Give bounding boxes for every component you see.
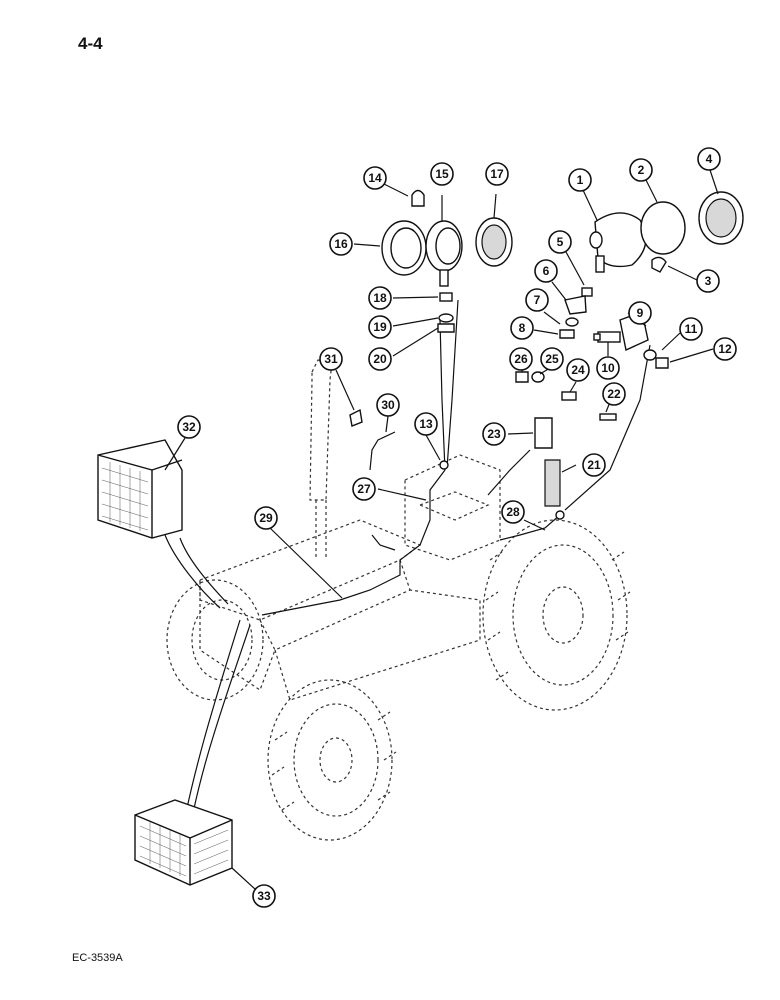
- svg-text:11: 11: [685, 322, 698, 336]
- callout-18: 18: [368, 286, 392, 310]
- svg-text:31: 31: [324, 352, 338, 366]
- svg-text:6: 6: [543, 264, 550, 278]
- tractor-outline: [166, 359, 631, 841]
- svg-text:15: 15: [435, 167, 449, 181]
- svg-text:3: 3: [705, 274, 712, 288]
- callout-9: 9: [628, 301, 652, 325]
- svg-text:13: 13: [419, 417, 433, 431]
- callout-32: 32: [177, 415, 201, 439]
- callout-5: 5: [548, 230, 572, 254]
- svg-text:20: 20: [373, 352, 387, 366]
- svg-text:10: 10: [601, 361, 615, 375]
- svg-text:28: 28: [506, 505, 520, 519]
- svg-text:8: 8: [519, 321, 526, 335]
- callout-25: 25: [540, 347, 564, 371]
- callout-6: 6: [534, 259, 558, 283]
- svg-text:9: 9: [637, 306, 644, 320]
- svg-text:33: 33: [257, 889, 271, 903]
- front-work-lamp: [134, 799, 233, 886]
- svg-text:22: 22: [607, 387, 621, 401]
- callout-20: 20: [368, 347, 392, 371]
- callout-4: 4: [697, 147, 721, 171]
- svg-text:32: 32: [182, 420, 196, 434]
- callout-27: 27: [352, 477, 376, 501]
- svg-text:17: 17: [490, 167, 504, 181]
- callout-8: 8: [510, 316, 534, 340]
- callout-21: 21: [582, 453, 606, 477]
- callout-31: 31: [319, 347, 343, 371]
- right-lamp-parts: [349, 191, 744, 520]
- callout-22: 22: [602, 382, 626, 406]
- callout-19: 19: [368, 315, 392, 339]
- svg-text:29: 29: [259, 511, 273, 525]
- svg-text:19: 19: [373, 320, 387, 334]
- callout-29: 29: [254, 506, 278, 530]
- svg-text:2: 2: [638, 163, 645, 177]
- callout-2: 2: [629, 158, 653, 182]
- callout-1: 1: [568, 168, 592, 192]
- callout-28: 28: [501, 500, 525, 524]
- svg-text:26: 26: [514, 352, 528, 366]
- svg-text:1: 1: [577, 173, 584, 187]
- svg-text:18: 18: [373, 291, 387, 305]
- callout-24: 24: [566, 358, 590, 382]
- callout-12: 12: [713, 337, 737, 361]
- callout-15: 15: [430, 162, 454, 186]
- callout-26: 26: [509, 347, 533, 371]
- callout-10: 10: [596, 356, 620, 380]
- svg-text:30: 30: [381, 398, 395, 412]
- leader-lines: [164, 169, 719, 891]
- page-number: 4-4: [78, 34, 103, 53]
- svg-text:5: 5: [557, 235, 564, 249]
- svg-text:12: 12: [718, 342, 732, 356]
- callout-13: 13: [414, 412, 438, 436]
- svg-text:21: 21: [587, 458, 601, 472]
- callout-3: 3: [696, 269, 720, 293]
- callout-7: 7: [525, 288, 549, 312]
- svg-text:27: 27: [357, 482, 371, 496]
- wiring-harness: [164, 299, 651, 861]
- callout-17: 17: [485, 162, 509, 186]
- svg-text:4: 4: [706, 152, 713, 166]
- svg-text:24: 24: [571, 363, 585, 377]
- callout-14: 14: [363, 166, 387, 190]
- figure-code: EC-3539A: [72, 952, 123, 964]
- svg-text:7: 7: [534, 293, 541, 307]
- left-lamp-parts: [381, 189, 513, 333]
- svg-text:23: 23: [487, 427, 501, 441]
- rear-work-lamp: [97, 439, 183, 539]
- svg-text:14: 14: [368, 171, 382, 185]
- callout-33: 33: [252, 884, 276, 908]
- callout-23: 23: [482, 422, 506, 446]
- svg-text:25: 25: [545, 352, 559, 366]
- callout-30: 30: [376, 393, 400, 417]
- callout-16: 16: [329, 232, 353, 256]
- svg-text:16: 16: [334, 237, 348, 251]
- callout-11: 11: [679, 317, 703, 341]
